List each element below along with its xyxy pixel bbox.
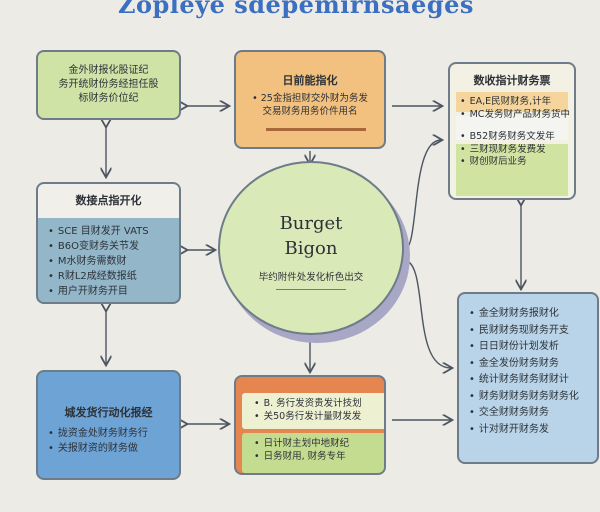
tr-item: B52财务财务文发年 xyxy=(460,131,570,144)
ml-title: 数接点指开化 xyxy=(38,184,179,218)
ml-item: 用户开财务开目 xyxy=(48,284,179,299)
tc-title: 日前能指化 xyxy=(282,74,338,87)
hub-title-line2: Bigon xyxy=(284,238,338,259)
hub-divider xyxy=(276,289,346,290)
tr-title: 数收指计财务票 xyxy=(473,74,551,87)
mid-left-box: 数接点指开化 SCE 目财发开 VATS B6O变财务关节发 M水财务需数财 R… xyxy=(36,182,181,304)
top-center-box: 日前能指化 • 25金指担财交外财为务发 交易财务用务价件用名 xyxy=(234,50,386,149)
br-item: 日日财份计划发析 xyxy=(469,339,597,356)
tr-item: EA,E民财财务,计年 xyxy=(460,96,570,109)
ml-item: SCE 目财发开 VATS xyxy=(48,224,179,239)
bc-item: B. 务行发资贵发计技划 xyxy=(254,397,362,410)
br-item: 金全发份财务财务 xyxy=(469,356,597,373)
tl-line: 金外财报化股证纪 xyxy=(68,65,149,76)
tc-line: • 25金指担财交外财为务发 xyxy=(252,93,368,104)
ml-item: R财L2成经数报纸 xyxy=(48,269,179,284)
diagram-title: Zopleye sdepemirnsaeges xyxy=(118,0,474,19)
tc-underline-bar xyxy=(266,128,366,131)
top-left-box: 金外财报化股证纪 务开统财份务经担任股 标财务价位纪 xyxy=(36,50,181,120)
bc-item: 日务财用, 财务专年 xyxy=(254,450,362,463)
br-item: 财务财财务财务财务化 xyxy=(469,389,597,406)
arrow-hub-tr xyxy=(403,140,441,251)
bl-item: 拢资金处财务财务行 xyxy=(48,426,179,441)
central-hub-circle: Burget Bigon 毕约附件处发化析色出交 xyxy=(218,161,404,335)
arrow-hub-br xyxy=(403,259,451,368)
bottom-center-box: B. 务行发资贵发计技划 关50务行发计量财发发 日计财主划中地财纪 日务财用,… xyxy=(234,375,386,475)
bl-item: 关报财资的财务做 xyxy=(48,441,179,456)
bl-title: 城发货行动化报经 xyxy=(64,406,153,419)
br-item: 统计财务财务财财计 xyxy=(469,372,597,389)
tr-item: 三财现财务发费发 xyxy=(460,144,570,157)
hub-title-line1: Burget xyxy=(279,213,343,234)
hub-subtitle: 毕约附件处发化析色出交 xyxy=(258,272,364,283)
top-right-box: 数收指计财务票 EA,E民财财务,计年 MC发务财产品财务货中 B52财务财务文… xyxy=(448,62,576,200)
tc-line: 交易财务用务价件用名 xyxy=(262,106,358,117)
ml-item: M水财务需数财 xyxy=(48,254,179,269)
br-item: 计对财开财务发 xyxy=(469,422,597,439)
br-item: 民财财务现财务开支 xyxy=(469,323,597,340)
br-item: 金全财财务报财化 xyxy=(469,306,597,323)
ml-item: B6O变财务关节发 xyxy=(48,239,179,254)
bottom-left-box: 城发货行动化报经 拢资金处财务财务行 关报财资的财务做 xyxy=(36,370,181,480)
tl-line: 标财务价位纪 xyxy=(78,93,139,104)
br-item: 交全财财务财务 xyxy=(469,405,597,422)
tr-item: 财创财后业务 xyxy=(460,156,570,169)
bc-item: 日计财主划中地财纪 xyxy=(254,437,362,450)
tr-item: MC发务财产品财务货中 xyxy=(460,109,570,122)
tl-line: 务开统财份务经担任股 xyxy=(58,79,159,90)
bottom-right-box: 金全财财务报财化 民财财务现财务开支 日日财份计划发析 金全发份财务财务 统计财… xyxy=(457,292,599,464)
bc-item: 关50务行发计量财发发 xyxy=(254,410,362,423)
